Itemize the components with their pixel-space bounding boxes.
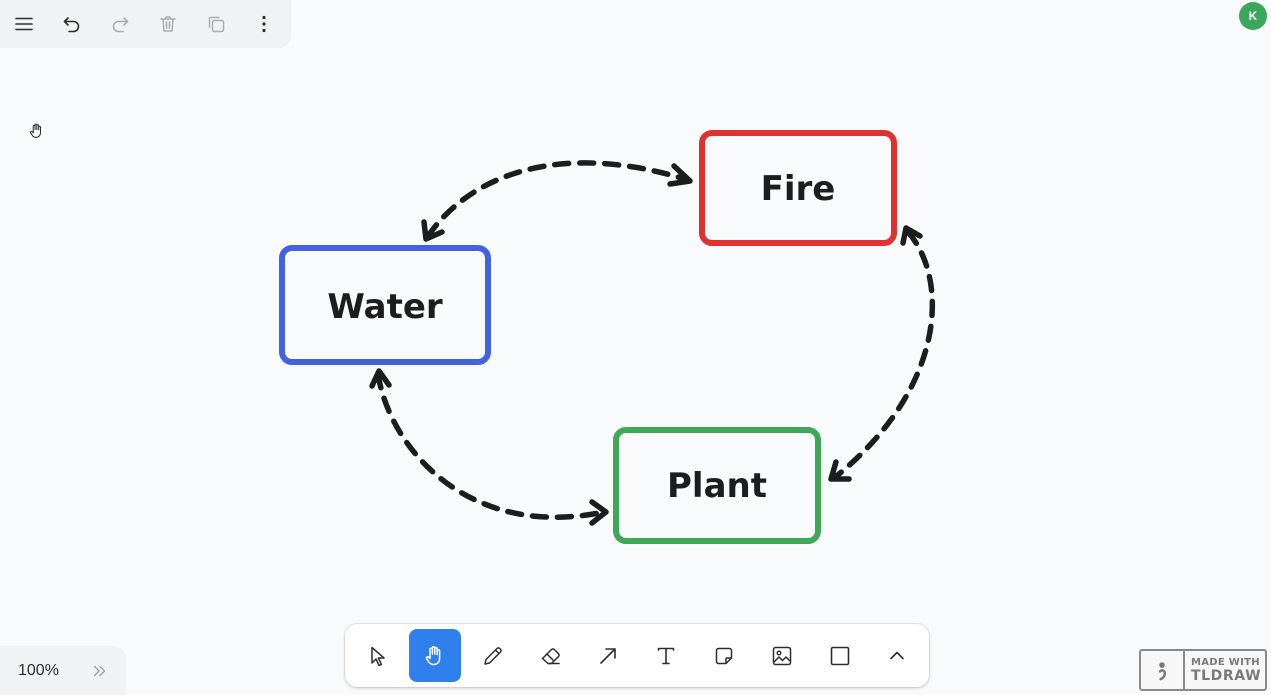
tool-text[interactable] [640,629,692,682]
badge-text: MADE WITH TLDRAW [1185,651,1265,689]
toggle-minimap-button[interactable] [88,659,112,683]
tool-hand[interactable] [408,629,462,682]
badge-line1: MADE WITH [1191,656,1260,668]
main-menu-panel [0,0,291,48]
plant-rectangle [613,427,821,544]
zoom-level-button[interactable]: 100% [18,661,59,679]
cursor-arrow-icon [371,646,385,666]
arrow-water-plant-head-end [589,499,609,526]
undo-icon [63,17,80,33]
fire-rectangle [699,130,897,246]
tool-more[interactable] [871,629,923,682]
hand-icon [425,645,441,665]
arrow-water-fire-line [425,160,691,239]
double-chevron-right-icon [93,665,106,676]
main-menu-button[interactable] [0,0,48,48]
arrow-fire-plant-line [831,229,935,481]
rectangle-icon [830,646,849,665]
fire-shape[interactable]: Fire [699,130,897,246]
image-icon [772,646,791,665]
user-avatar[interactable]: K [1239,2,1267,30]
tool-eraser[interactable] [524,629,576,682]
water-shape[interactable]: Water [279,245,491,365]
redo-icon [112,17,129,33]
tldraw-logo-icon [1141,651,1185,689]
delete-button[interactable] [144,0,192,48]
plant-shape[interactable]: Plant [613,427,821,544]
arrow-water-plant-line [375,371,607,520]
sticky-note-icon [715,647,733,664]
tool-draw[interactable] [467,629,519,682]
fire-label: Fire [761,169,836,209]
more-vertical-icon [262,15,266,33]
arrow-water-fire[interactable] [421,160,693,242]
arrow-fire-plant[interactable] [828,225,935,482]
zoom-panel: 100% [0,646,126,695]
water-label: Water [327,287,443,327]
tool-select[interactable] [351,629,403,682]
tool-toolbar [345,624,929,687]
arrow-fire-plant-head-end [828,459,852,482]
water-rectangle [279,245,491,365]
hamburger-icon [15,17,33,31]
pencil-icon [483,646,502,665]
tool-rectangle[interactable] [813,629,865,682]
tool-arrow[interactable] [582,629,634,682]
undo-button[interactable] [48,0,96,48]
trash-icon [160,16,176,32]
arrow-fire-plant-head-start [900,225,923,246]
made-with-tldraw-badge[interactable]: MADE WITH TLDRAW [1139,649,1267,691]
arrow-water-fire-head-start [421,219,445,242]
arrow-water-plant[interactable] [369,368,609,526]
duplicate-button[interactable] [192,0,240,48]
plant-label: Plant [667,466,767,506]
badge-line2: TLDRAW [1191,667,1262,684]
arrow-icon [600,647,617,664]
tool-media[interactable] [756,629,808,682]
arrow-water-fire-head-end [667,163,693,187]
eraser-icon [541,647,560,664]
more-button[interactable] [240,0,288,48]
duplicate-icon [208,16,225,33]
hand-icon [30,123,41,138]
tool-note[interactable] [698,629,750,682]
chevron-up-icon [890,651,905,659]
arrow-water-plant-head-start [369,368,392,389]
text-icon [657,647,675,664]
redo-button[interactable] [96,0,144,48]
